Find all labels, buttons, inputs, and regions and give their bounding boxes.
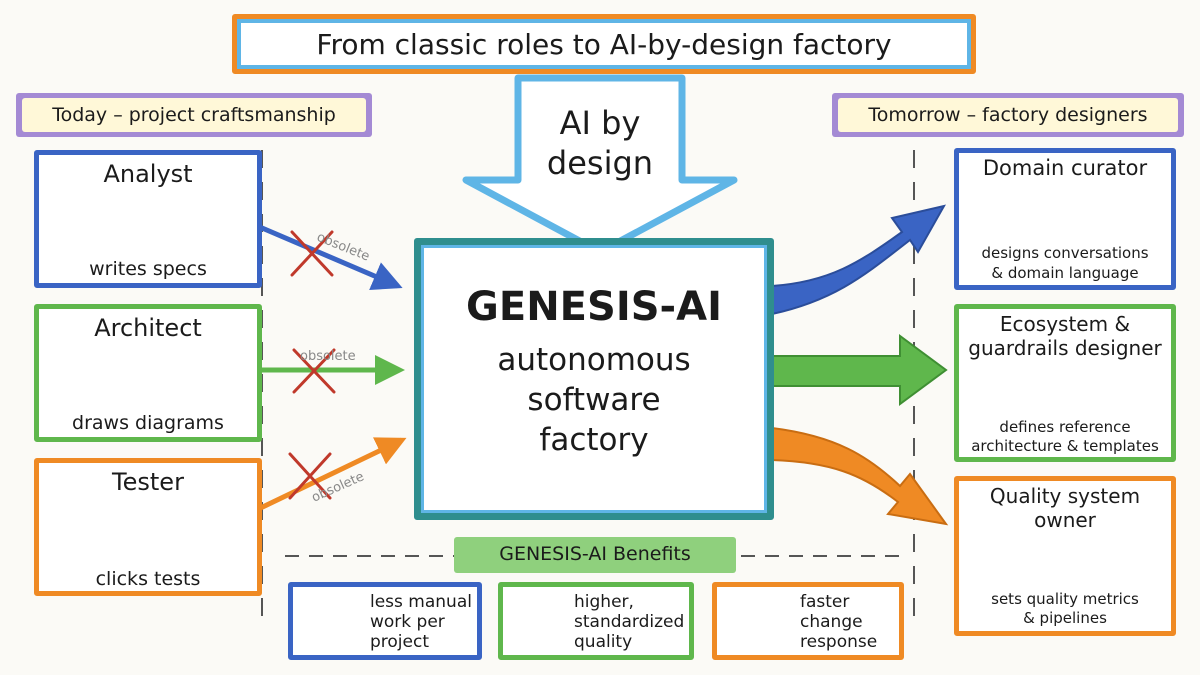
benefit-1-line-2: work per [370, 612, 445, 632]
quality-task-1: sets quality metrics [991, 590, 1139, 608]
benefit-3-line-2: change [800, 612, 863, 632]
left-header-inner [22, 98, 366, 132]
new-arrow-domain-curator [771, 204, 946, 316]
new-arrow-quality-owner [771, 426, 949, 526]
card-ecosystem-designer [954, 304, 1176, 462]
benefits-title-box [454, 537, 736, 573]
right-header-text: Tomorrow – factory designers [868, 104, 1148, 126]
center-line-3: factory [539, 422, 649, 458]
obsolete-label-2: obsolete [300, 349, 356, 364]
ai-by-design-arrow [462, 74, 738, 256]
benefit-3-line-3: response [800, 632, 878, 652]
obsolete-arrow-analyst [247, 219, 403, 290]
benefit-card-1 [288, 582, 482, 660]
cross-mark-3 [288, 452, 332, 500]
benefit-2-line-3: quality [574, 632, 633, 652]
cross-mark-2 [292, 348, 336, 394]
ecosystem-title-2: guardrails designer [968, 336, 1162, 360]
title-box [232, 14, 976, 74]
page-title: From classic roles to AI-by-design facto… [316, 28, 892, 61]
right-header-inner [838, 98, 1178, 132]
benefit-1-line-1: less manual [370, 592, 472, 612]
quality-task-2: & pipelines [1023, 609, 1107, 627]
arrow-label-line-2: design [546, 144, 654, 182]
obsolete-label-1: obsolete [315, 230, 372, 265]
obsolete-label-3: obsolete [310, 469, 367, 505]
quality-title-2: owner [1034, 508, 1096, 532]
analyst-title: Analyst [103, 160, 193, 188]
benefit-3-line-1: faster [800, 592, 850, 612]
card-analyst [34, 150, 262, 288]
architect-task: draws diagrams [72, 412, 224, 434]
quality-title-1: Quality system [989, 484, 1141, 508]
arrow-label-line-1: AI by [559, 104, 641, 142]
tester-title: Tester [112, 468, 184, 496]
obsolete-arrow-tester [244, 437, 407, 518]
card-architect [34, 304, 262, 442]
benefit-2-line-2: standardized [574, 612, 685, 632]
cross-mark-1 [290, 230, 334, 277]
benefits-title: GENESIS-AI Benefits [499, 543, 691, 565]
genesis-title: GENESIS-AI [466, 284, 722, 330]
genesis-factory-box [414, 238, 774, 520]
domain-curator-task-1: designs conversations [981, 244, 1149, 262]
card-domain-curator [954, 148, 1176, 290]
architect-title: Architect [94, 314, 202, 342]
benefit-card-2 [498, 582, 694, 660]
center-line-2: software [527, 382, 661, 418]
domain-curator-title: Domain curator [982, 156, 1148, 180]
ecosystem-task-2: architecture & templates [971, 437, 1159, 455]
card-tester [34, 458, 262, 596]
ecosystem-task-1: defines reference [999, 418, 1131, 436]
benefit-card-3 [712, 582, 904, 660]
analyst-task: writes specs [89, 258, 207, 280]
left-header-text: Today – project craftsmanship [52, 104, 336, 126]
ecosystem-title-1: Ecosystem & [999, 312, 1131, 336]
new-arrow-ecosystem-designer [771, 334, 948, 406]
center-line-1: autonomous [497, 342, 691, 378]
domain-curator-task-2: & domain language [991, 264, 1139, 282]
benefit-2-line-1: higher, [574, 592, 634, 612]
tester-task: clicks tests [95, 568, 201, 590]
benefit-1-line-3: project [370, 632, 430, 652]
card-quality-owner [954, 476, 1176, 636]
